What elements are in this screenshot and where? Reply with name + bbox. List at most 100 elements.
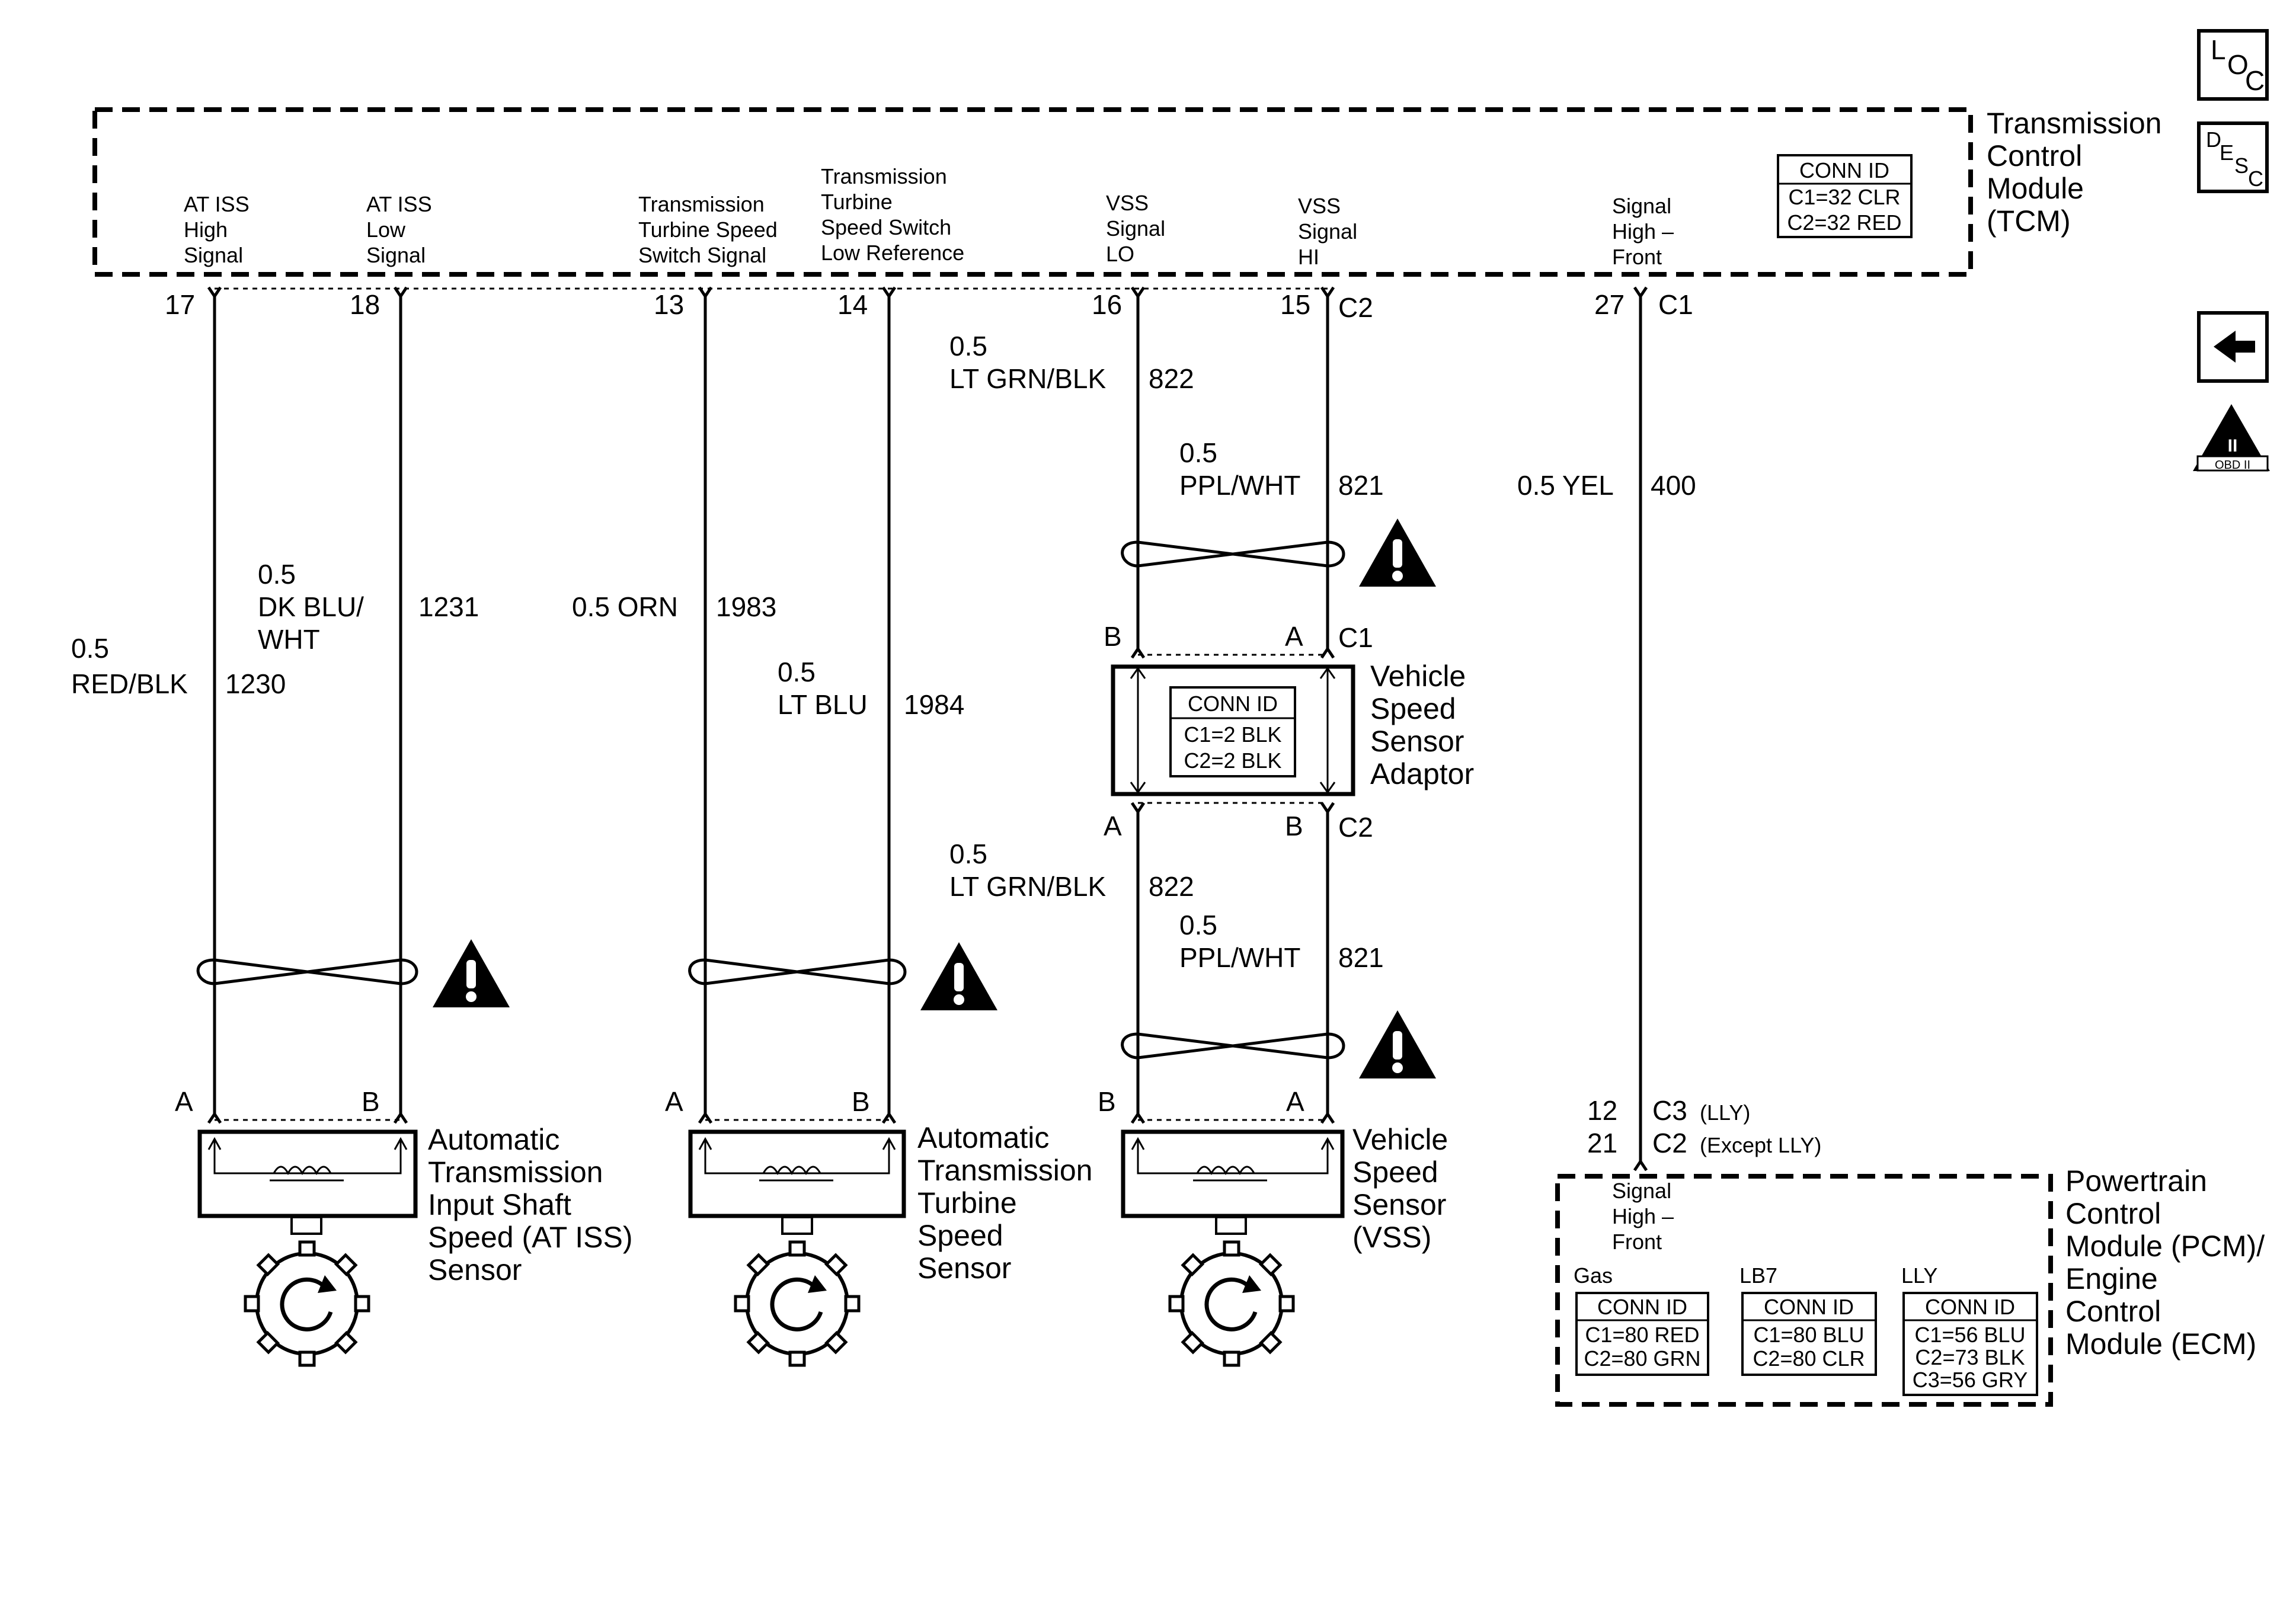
pcm-pin-terminal [1633,1158,1648,1172]
pin-label-line: AT ISS [184,192,250,216]
adaptor-bottom-pin-a: A [1104,811,1122,841]
adaptor-title-line: Vehicle [1370,660,1466,693]
wire-color: LT BLU [778,689,868,720]
desc-icon[interactable]: D E S C [2197,121,2269,193]
wire-color: DK BLU/ [258,591,364,622]
wire-color: PPL/WHT [1179,942,1300,973]
variant-name: LB7 [1739,1263,1777,1288]
tcm-title: Transmission Control Module (TCM) [1987,107,2161,238]
adaptor-top-pin-b: B [1104,621,1122,652]
conn-id-line: C1=32 CLR [1788,185,1900,209]
sensor-coil-icon [759,1166,833,1182]
wire-label-1983: 0.5 ORN 1983 [572,591,776,622]
loc-icon[interactable]: L O C [2197,29,2269,101]
vehicle-speed-sensor: B A Vehicle Speed Sensor (VSS) [1098,1086,1448,1367]
pcm-title-line: Control [2065,1295,2161,1328]
at-iss-sensor: A B Automatic Transmission Input Shaft [175,1086,633,1367]
reluctor-wheel-icon [734,1240,861,1367]
tcm-title-line: (TCM) [1987,204,2071,238]
adaptor-bottom-pin-b: B [1285,811,1303,841]
sensor-title-line: Automatic [917,1121,1049,1154]
adaptor-top-conn: C1 [1338,622,1373,653]
desc-letter: D [2206,127,2221,152]
pin-label-line: Turbine Speed [638,217,778,242]
sensor-pin-a: A [1286,1086,1304,1117]
tcm-pin-label-13: Transmission Turbine Speed Switch Signal [638,192,778,267]
pin-label-line: Transmission [821,164,947,188]
obd-label: OBD II [2215,459,2250,472]
wire-label-1230: 0.5 RED/BLK 1230 [71,633,286,699]
adaptor-title-line: Speed [1370,692,1456,725]
conn-id-line: C2=32 RED [1787,210,1901,235]
pin-label-line: LO [1106,242,1134,266]
pin-label-line: AT ISS [366,192,432,216]
caution-icon [1359,518,1436,587]
tcm-pin-17: 17 [165,289,195,320]
pcm-pin-12: 12 [1587,1095,1617,1126]
tcm-pin-label-18: AT ISS Low Signal [366,192,432,267]
conn-id-line: C2=80 CLR [1753,1346,1865,1371]
pin-label-line: HI [1298,245,1319,269]
sensor-title-line: Turbine [917,1186,1017,1219]
pcm-signal-line: Front [1612,1230,1662,1254]
sensor-title-line: Transmission [917,1154,1092,1187]
pin-label-line: Signal [1612,194,1671,218]
wire-circuit: 1983 [716,591,776,622]
wire-label-821-upper: 0.5 PPL/WHT 821 [1179,437,1384,501]
pin-label-line: Signal [366,243,426,267]
sensor-coil-icon [1193,1166,1267,1182]
pin-label-line: Low [366,217,406,242]
pcm-signal-line: Signal [1612,1179,1671,1203]
pcm-signal-label: Signal High – Front [1612,1179,1674,1254]
tcm-pin-label-14: Transmission Turbine Speed Switch Low Re… [821,164,964,265]
wire-circuit: 822 [1149,363,1194,394]
wire-color: LT GRN/BLK [949,363,1106,394]
sensor-title-line: Transmission [428,1156,603,1189]
adaptor-top-pin-a: A [1285,621,1303,652]
sensor-title-line: Speed [917,1219,1003,1252]
pcm-title-line: Module (PCM)/ [2065,1230,2265,1263]
obd-ii-icon[interactable]: II OBD II [2193,404,2270,472]
caution-icon [920,942,997,1010]
pcm-title-line: Module (ECM) [2065,1327,2256,1361]
tcm-pin-label-15: VSS Signal HI [1298,194,1357,269]
adaptor-title-line: Adaptor [1370,757,1474,790]
tcm-pin-27: 27 [1594,289,1625,320]
wire-color: WHT [258,624,320,655]
twisted-pair-icon [1121,540,1345,568]
sensor-title-line: Speed [1352,1156,1438,1189]
pin-label-line: Transmission [638,192,765,216]
pcm-pin-21: 21 [1587,1128,1617,1158]
adaptor-conn-id [1169,686,1296,777]
sensor-pin-a: A [665,1086,683,1117]
pcm-title-line: Engine [2065,1262,2158,1295]
loc-letter: C [2245,65,2265,96]
tcm-pin-18: 18 [350,289,380,320]
turbine-speed-sensor: A B Automatic Transmission Turbine Spee [665,1086,1092,1367]
tcm-pin-16: 16 [1092,289,1122,320]
vss-adaptor: B A C1 CONN ID C1=2 BLK C2=2 BLK A B C2 … [1104,621,1474,843]
wire-gauge: 0.5 [778,657,816,687]
wire-gauge: 0.5 [949,331,987,361]
wire-color: PPL/WHT [1179,470,1300,501]
tcm-title-line: Control [1987,139,2082,172]
conn-id-line: C1=56 BLU [1914,1323,2025,1347]
conn-id-title: CONN ID [1764,1295,1854,1319]
twisted-pair-icon [688,958,907,985]
conn-id-line: C1=2 BLK [1184,722,1281,747]
tcm-conn-id: CONN ID C1=32 CLR C2=32 RED [1777,154,1913,238]
loc-letter: L [2211,34,2226,65]
desc-letter: C [2248,167,2263,191]
sensor-title-line: (VSS) [1352,1221,1431,1254]
tcm-pin-label-17: AT ISS High Signal [184,192,250,267]
back-arrow-icon[interactable] [2197,311,2269,383]
desc-letter: S [2234,153,2249,178]
obd-numeral: II [2228,436,2238,456]
tcm-box [92,107,1973,277]
wire-color: RED/BLK [71,668,188,699]
variant-name: Gas [1574,1263,1613,1288]
pcm-conn-note: (Except LLY) [1700,1133,1821,1157]
pcm-variant-lb7: LB7 CONN ID C1=80 BLU C2=80 CLR [1739,1263,1877,1376]
conn-id-title: CONN ID [1188,692,1278,716]
caution-icon [433,939,510,1007]
